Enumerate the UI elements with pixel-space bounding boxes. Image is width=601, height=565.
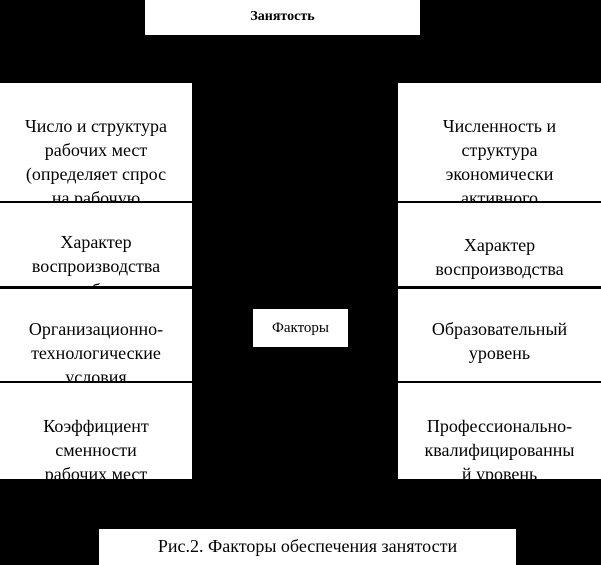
factors-center-box: Факторы [253, 309, 348, 347]
left-factor-jobs-structure: Число и структура рабочих мест (определя… [0, 83, 192, 201]
factor-line: экономически [445, 164, 554, 184]
factor-line: квалифицированны [424, 440, 575, 460]
factor-line: активного [460, 188, 539, 201]
factor-line: уровень [468, 343, 531, 363]
figure-caption-box: Рис.2. Факторы обеспечения занятости [99, 529, 516, 565]
figure-caption: Рис.2. Факторы обеспечения занятости [157, 536, 458, 556]
left-factor-shift-ratio: Коэффициент сменности рабочих мест [0, 383, 192, 479]
factor-line: воспроизводства [31, 256, 161, 276]
factor-line: сменности [55, 440, 137, 460]
factor-line: рабочих мест [44, 140, 148, 160]
left-factor-reproduction: Характер воспроизводства б [0, 203, 192, 286]
factors-label: Факторы [271, 320, 330, 336]
factor-line: Численность и [442, 116, 557, 136]
factor-line: структура [461, 140, 538, 160]
employment-title: Занятость [250, 9, 315, 24]
factor-line: Коэффициент [43, 416, 149, 436]
factor-line: б [6, 278, 186, 286]
factor-line: Образовательный [431, 319, 568, 339]
factor-line: технологические [31, 343, 161, 363]
factor-line: рабочих мест [44, 464, 148, 479]
right-factor-education-level: Образовательный уровень [398, 289, 601, 381]
right-factor-active-population: Численность и структура экономически акт… [398, 83, 601, 201]
factor-line: условия [65, 367, 127, 381]
factor-line: на рабочую [51, 188, 141, 201]
right-factor-qualification-level: Профессионально- квалифицированны й уров… [398, 383, 601, 479]
factor-line: воспроизводства [435, 259, 564, 279]
factor-line: Профессионально- [426, 416, 573, 436]
left-factor-org-tech-conditions: Организационно- технологические условия [0, 289, 192, 381]
factor-line: й уровень [461, 464, 538, 479]
factor-line: Характер [60, 232, 132, 252]
factor-line: (определяет спрос [25, 164, 167, 184]
employment-title-box: Занятость [145, 0, 420, 35]
factor-line: Организационно- [28, 319, 164, 339]
factor-line: Характер [463, 235, 536, 255]
factor-line: Число и структура [25, 116, 167, 136]
right-factor-reproduction: Характер воспроизводства [398, 203, 601, 286]
